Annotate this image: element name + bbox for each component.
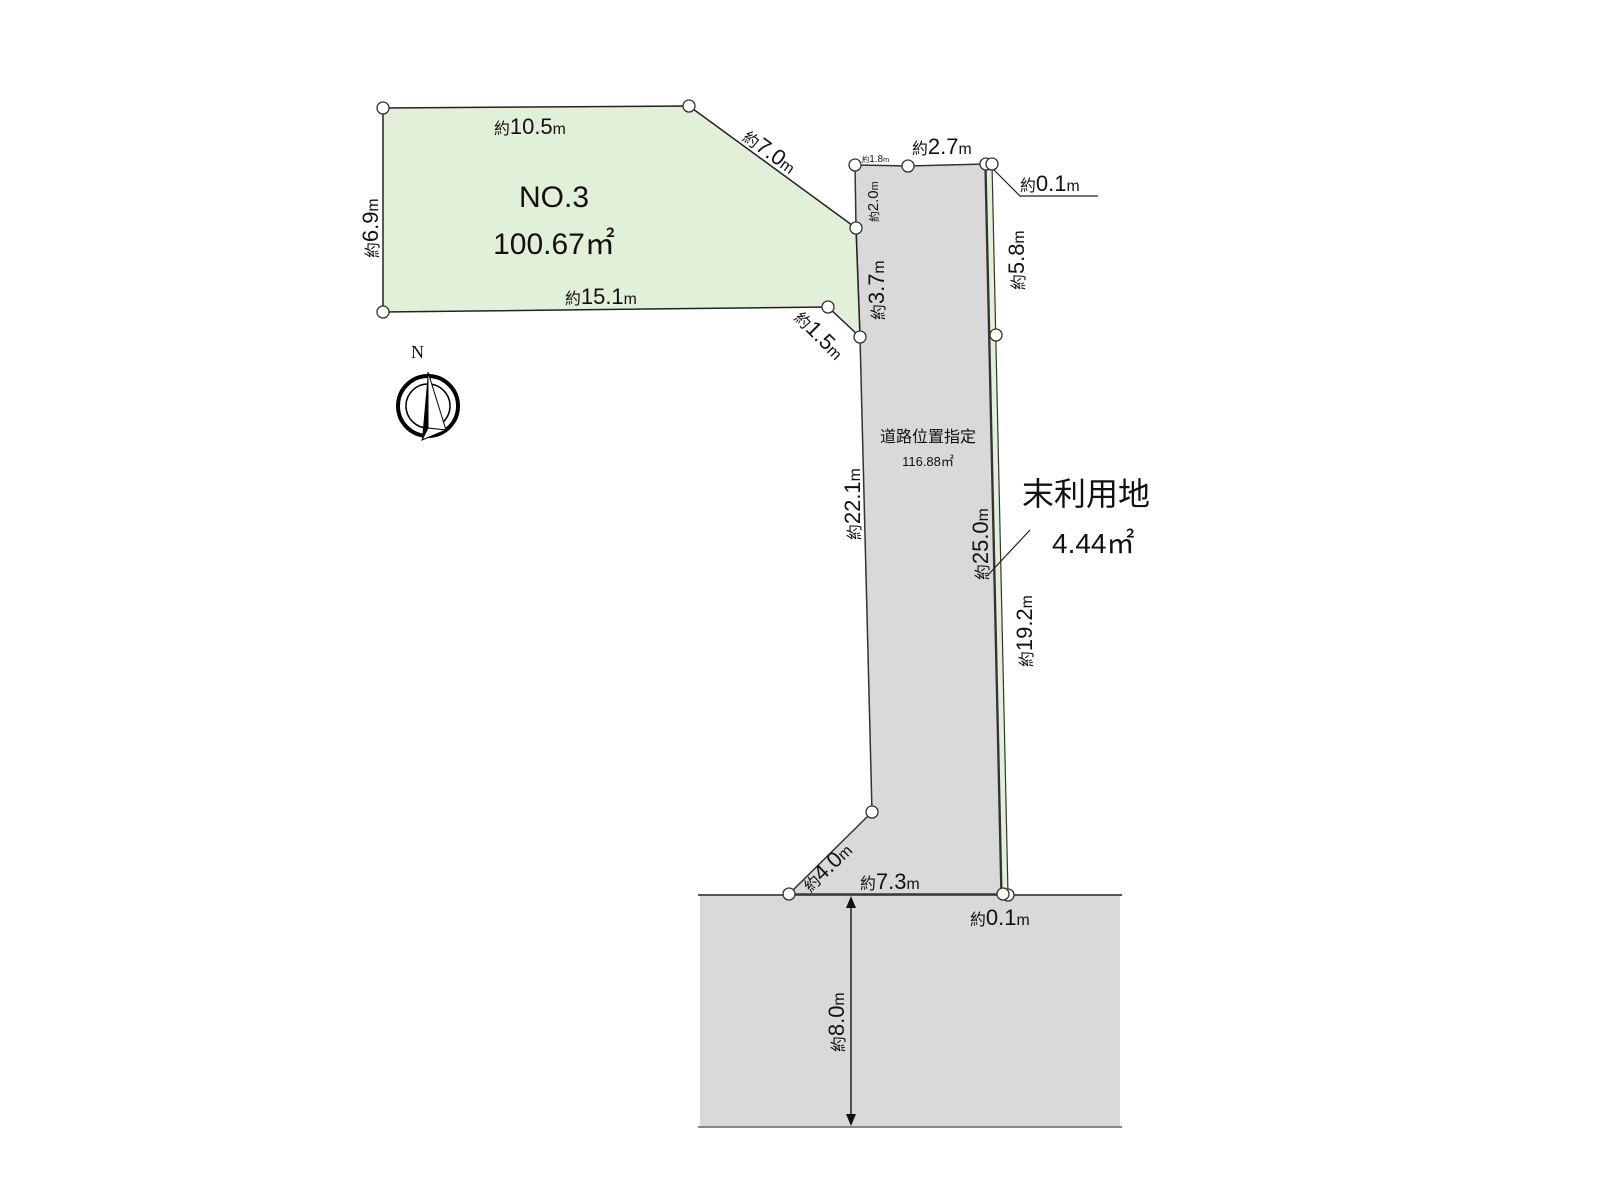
north-label: N bbox=[411, 342, 424, 362]
unused-top-leader bbox=[991, 167, 1098, 197]
dim-road-left-top: 約2.0m bbox=[865, 181, 882, 222]
dim-road-left: 約22.1m bbox=[840, 468, 865, 540]
dim-unused-top: 約0.1m bbox=[1020, 171, 1080, 196]
unused-land-area: 4.44㎡ bbox=[1052, 528, 1135, 559]
lot-area: 100.67㎡ bbox=[493, 228, 615, 261]
north-arrow-icon bbox=[396, 371, 460, 441]
road-width-arrow bbox=[846, 896, 856, 1126]
dim-unused-lower: 約19.2m bbox=[1012, 595, 1037, 667]
dim-road-bottom: 約7.3m bbox=[860, 869, 920, 894]
dim-unused-upper: 約5.8m bbox=[1004, 230, 1029, 290]
dim-road-top: 約2.7m bbox=[912, 134, 972, 159]
survey-points bbox=[376, 99, 1015, 902]
dim-lot-right: 約3.7m bbox=[864, 260, 889, 320]
dim-road-right: 約25.0m bbox=[968, 508, 993, 580]
dim-public-road-width: 約8.0m bbox=[824, 992, 849, 1052]
dim-lot-left: 約6.9m bbox=[358, 198, 383, 258]
unused-land-label: 末利用地 bbox=[1022, 476, 1151, 512]
public-road bbox=[698, 894, 1122, 1128]
dim-unused-bottom: 約0.1m bbox=[970, 905, 1030, 930]
dim-lot-bottom: 約15.1m bbox=[565, 284, 637, 309]
road-area: 116.88㎡ bbox=[902, 454, 954, 469]
dim-road-top-small: 約1.8m bbox=[862, 154, 890, 165]
dim-lot-top: 約10.5m bbox=[494, 114, 566, 139]
unused-land-leader bbox=[987, 529, 1031, 576]
road-label: 道路位置指定 bbox=[879, 429, 976, 446]
lot-name: NO.3 bbox=[518, 181, 590, 214]
